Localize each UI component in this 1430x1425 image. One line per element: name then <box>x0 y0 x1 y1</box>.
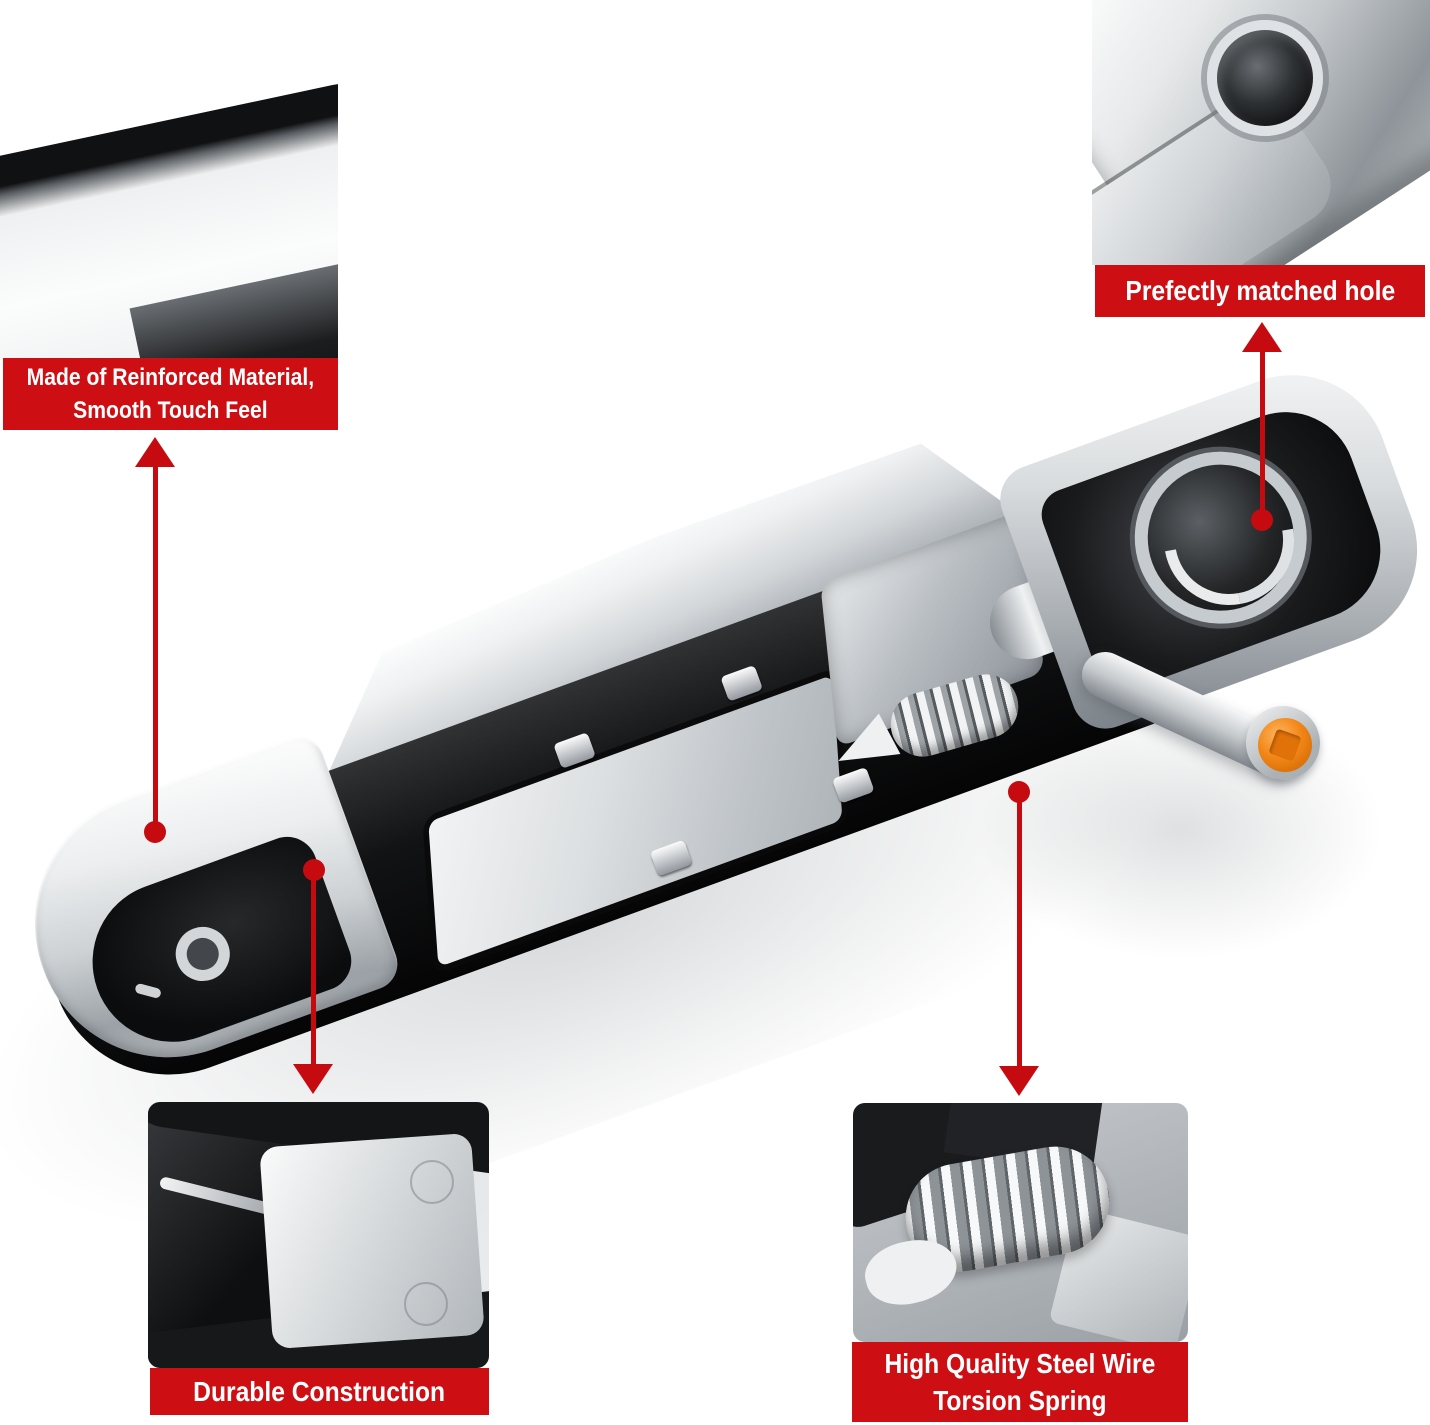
callout-matched-hole: Prefectly matched hole <box>1095 265 1425 317</box>
arrow-line <box>311 870 316 1068</box>
inset-photo-keyhole <box>1092 0 1430 265</box>
arrow-head-down <box>999 1066 1039 1096</box>
arrow-line <box>1017 792 1022 1070</box>
callout-durable-construction: Durable Construction <box>150 1368 489 1415</box>
arrow-line <box>1260 345 1265 520</box>
inset-photo-bracket <box>148 1102 489 1368</box>
inset-photo-spring <box>853 1103 1188 1342</box>
callout-text: Durable Construction <box>193 1375 446 1407</box>
chrome-bracket-panel <box>259 1132 485 1350</box>
molding-mark <box>410 1160 454 1204</box>
callout-text: Made of Reinforced Material, Smooth Touc… <box>26 364 315 424</box>
arrow-head-down <box>293 1064 333 1094</box>
callout-text: High Quality Steel Wire Torsion Spring <box>884 1348 1156 1416</box>
arrow-line <box>153 462 158 832</box>
callout-torsion-spring: High Quality Steel Wire Torsion Spring <box>852 1342 1188 1422</box>
key-hole <box>1207 20 1323 136</box>
arrow-dot <box>144 821 166 843</box>
molding-mark <box>404 1282 448 1326</box>
callout-reinforced-material: Made of Reinforced Material, Smooth Touc… <box>3 358 338 430</box>
inset-photo-handle-surface <box>0 0 338 360</box>
callout-text: Prefectly matched hole <box>1125 275 1395 306</box>
arrow-dot <box>1251 509 1273 531</box>
